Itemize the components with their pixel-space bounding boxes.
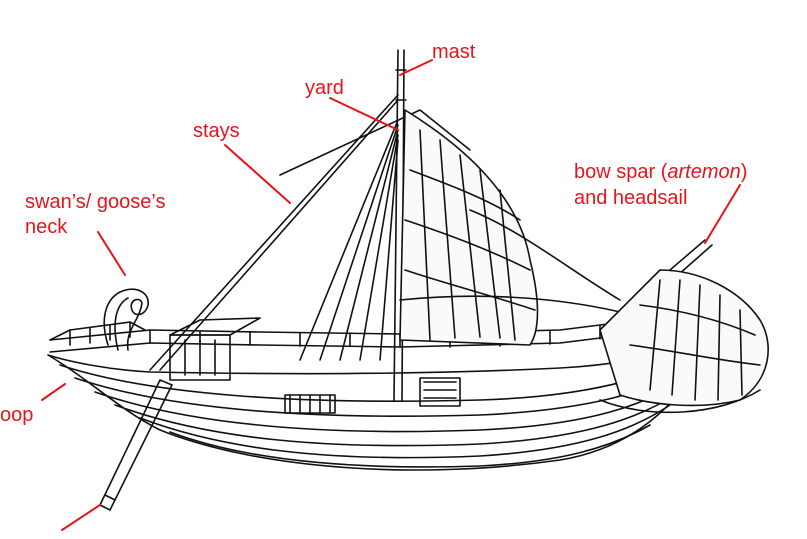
yard-label: yard <box>305 76 344 100</box>
bow-spar-label-pre: bow spar ( <box>574 161 667 183</box>
mast-label: mast <box>432 40 475 64</box>
headsail <box>600 270 768 405</box>
oar-leader <box>62 505 100 530</box>
swan-goose-label-line1: swan’s/ goose’s <box>25 190 165 214</box>
mast-leader <box>400 60 432 75</box>
stays-label: stays <box>193 119 240 143</box>
artemon-label: artemon <box>667 161 740 183</box>
poop-label: oop <box>0 403 33 427</box>
stays <box>150 95 398 370</box>
yard-leader <box>330 98 398 130</box>
headsail-label: and headsail <box>574 186 687 210</box>
bowspar-leader <box>705 185 740 243</box>
neck-leader <box>98 232 125 275</box>
swan-goose-label-line2: neck <box>25 215 67 239</box>
bow-spar-label: bow spar (artemon) <box>574 160 747 184</box>
stays-leader <box>225 145 290 203</box>
poop-leader <box>42 384 65 400</box>
bow-spar-label-post: ) <box>741 161 748 183</box>
